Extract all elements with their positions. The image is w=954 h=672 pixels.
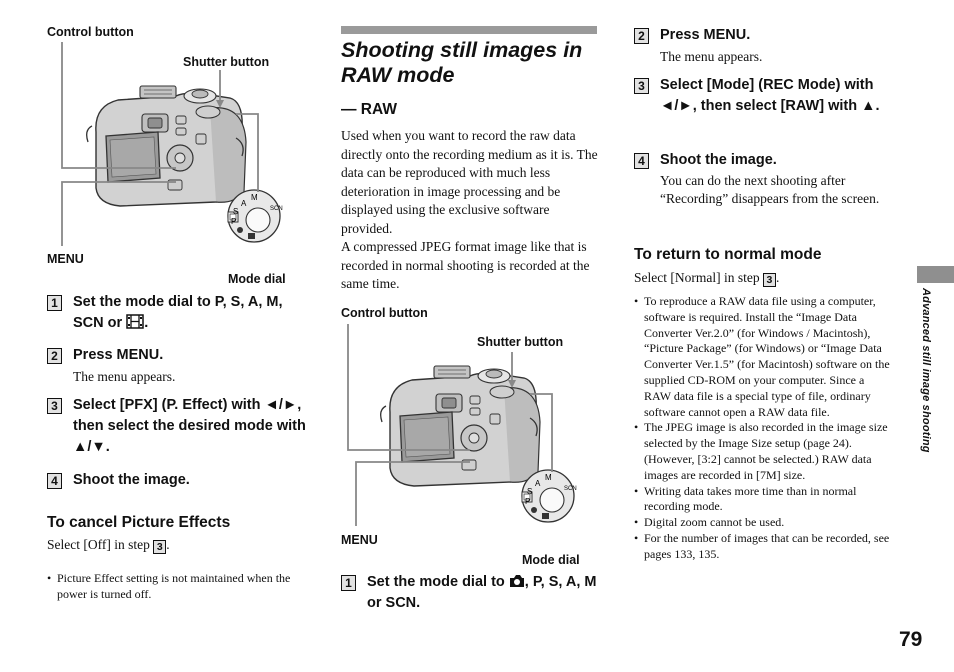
note-item: Writing data takes more time than in nor… bbox=[634, 484, 892, 516]
cancel-heading: To cancel Picture Effects bbox=[47, 514, 231, 531]
movie-mode-icon bbox=[126, 314, 144, 329]
step-number: 1 bbox=[47, 295, 62, 311]
right-step-2: 2 Press MENU. bbox=[634, 25, 884, 46]
control-button-label: Control button bbox=[47, 25, 134, 39]
raw-subtitle: — RAW bbox=[341, 101, 397, 118]
dial-letter: A bbox=[535, 479, 541, 488]
step-text: Shoot the image. bbox=[73, 472, 190, 488]
cancel-text-line: Select [Off] in step 3. bbox=[47, 537, 170, 554]
return-text-line: Select [Normal] in step 3. bbox=[634, 270, 780, 287]
left-step-2-sub: The menu appears. bbox=[73, 369, 176, 384]
camera-illustration: M A S P SCN bbox=[61, 42, 283, 246]
raw-paragraph-2: A compressed JPEG format image like that… bbox=[341, 239, 590, 291]
note-item: Picture Effect setting is not maintained… bbox=[47, 571, 299, 603]
note-item: For the number of images that can be rec… bbox=[634, 531, 892, 563]
note-item: To reproduce a RAW data file using a com… bbox=[634, 294, 892, 420]
dial-letter: SCN bbox=[270, 206, 283, 212]
right-step-3: 3 Select [Mode] (REC Mode) with ◄/►, the… bbox=[634, 75, 884, 117]
left-step-3: 3 Select [PFX] (P. Effect) with ◄/►, the… bbox=[47, 395, 309, 458]
step-text: Select [Mode] (REC Mode) with ◄/►, then … bbox=[660, 77, 880, 114]
title-bar bbox=[341, 26, 597, 34]
dial-letter: A bbox=[241, 199, 247, 208]
step-number: 4 bbox=[47, 473, 62, 489]
step-text: Set the mode dial to P, S, A, M, SCN or bbox=[73, 294, 283, 331]
camera-illustration: M A S P SCN bbox=[347, 324, 577, 526]
dial-letter: M bbox=[545, 473, 552, 482]
section-tab-label: Advanced still image shooting bbox=[920, 288, 932, 453]
step-text: Press MENU. bbox=[73, 347, 164, 363]
dial-letter: S bbox=[233, 207, 238, 216]
page-number: 79 bbox=[899, 628, 923, 651]
mode-dial-illustration: M A S P SCN bbox=[227, 189, 283, 243]
step-number: 1 bbox=[341, 575, 356, 591]
section-tab-marker bbox=[917, 266, 954, 283]
right-notes: To reproduce a RAW data file using a com… bbox=[634, 294, 892, 563]
note-item: Digital zoom cannot be used. bbox=[634, 515, 892, 531]
dial-letter: P bbox=[231, 217, 236, 226]
dial-letter: M bbox=[251, 193, 258, 202]
menu-label: MENU bbox=[47, 252, 84, 266]
step-number: 3 bbox=[47, 398, 62, 414]
dial-letter: SCN bbox=[564, 486, 577, 492]
left-step-4: 4 Shoot the image. bbox=[47, 470, 307, 491]
control-button-label: Control button bbox=[341, 306, 428, 320]
step-text: Shoot the image. bbox=[660, 152, 777, 168]
auto-camera-icon bbox=[509, 575, 524, 587]
left-step-2: 2 Press MENU. bbox=[47, 345, 307, 366]
step-number: 4 bbox=[634, 153, 649, 169]
step-text-a: Set the mode dial to bbox=[367, 574, 505, 590]
left-step-1: 1 Set the mode dial to P, S, A, M, SCN o… bbox=[47, 292, 307, 334]
step-text-b: , P, S, A, M or SCN. bbox=[367, 574, 597, 611]
menu-label: MENU bbox=[341, 533, 378, 547]
mode-dial-label: Mode dial bbox=[522, 553, 580, 567]
dial-letter: S bbox=[527, 487, 532, 496]
page-title: Shooting still images in RAW mode bbox=[341, 38, 583, 87]
left-notes: Picture Effect setting is not maintained… bbox=[47, 571, 299, 603]
mode-dial-label: Mode dial bbox=[228, 272, 286, 286]
right-step-2-sub: The menu appears. bbox=[660, 49, 763, 64]
raw-paragraph-1: Used when you want to record the raw dat… bbox=[341, 128, 598, 236]
raw-intro: Used when you want to record the raw dat… bbox=[341, 127, 599, 294]
step-ref: 3 bbox=[153, 540, 167, 554]
dial-letter: P bbox=[525, 497, 530, 506]
right-step-4: 4 Shoot the image. bbox=[634, 150, 884, 171]
step-number: 2 bbox=[47, 348, 62, 364]
step-number: 2 bbox=[634, 28, 649, 44]
right-step-4-sub: You can do the next shooting after “Reco… bbox=[660, 173, 880, 206]
return-text: Select [Normal] in step bbox=[634, 270, 760, 285]
step-ref: 3 bbox=[762, 273, 776, 287]
step-text: Select [PFX] (P. Effect) with ◄/►, then … bbox=[73, 397, 306, 455]
shutter-button-label: Shutter button bbox=[477, 335, 564, 349]
middle-step-1: 1 Set the mode dial to , P, S, A, M or S… bbox=[341, 572, 601, 614]
shutter-button-label: Shutter button bbox=[183, 55, 270, 69]
note-item: The JPEG image is also recorded in the i… bbox=[634, 420, 892, 483]
cancel-text: Select [Off] in step bbox=[47, 537, 150, 552]
mode-dial-illustration: M A S P SCN bbox=[521, 469, 577, 523]
step-number: 3 bbox=[634, 78, 649, 94]
return-heading: To return to normal mode bbox=[634, 246, 822, 263]
step-text: Press MENU. bbox=[660, 27, 751, 43]
